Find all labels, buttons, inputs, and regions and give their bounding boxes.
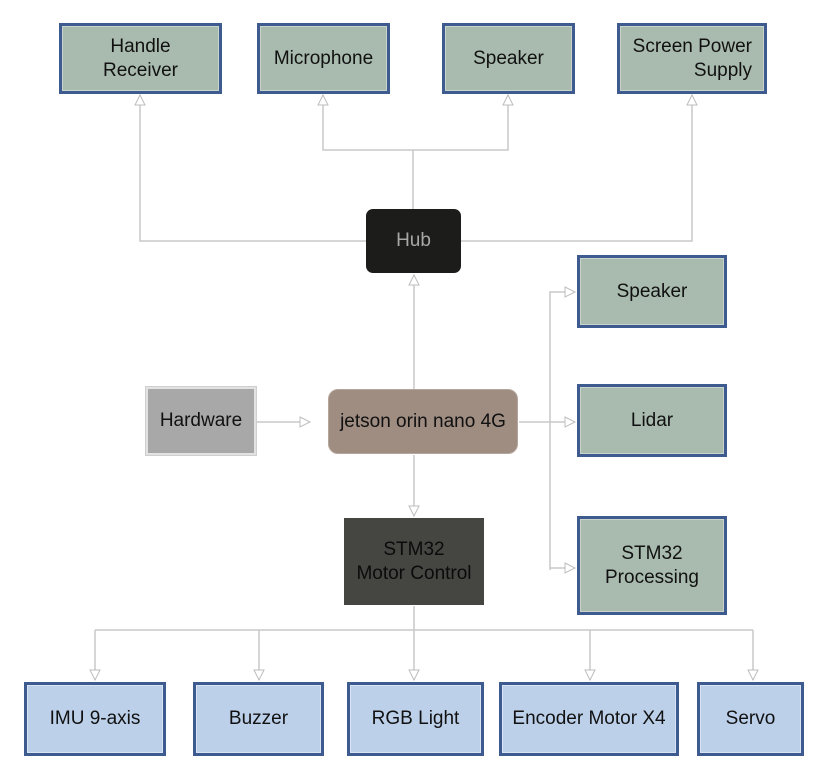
edge-hub-microphone xyxy=(323,95,413,151)
node-stm32-processing: STM32 Processing xyxy=(577,516,727,615)
node-microphone: Microphone xyxy=(257,23,390,94)
node-speaker-top: Speaker xyxy=(442,23,575,94)
node-lidar: Lidar xyxy=(577,384,727,457)
node-buzzer: Buzzer xyxy=(193,682,324,756)
node-jetson-orin-nano: jetson orin nano 4G xyxy=(328,389,518,454)
edge-hub-speaker xyxy=(413,95,508,151)
node-hardware: Hardware xyxy=(146,387,256,455)
node-imu-9-axis: IMU 9-axis xyxy=(24,682,166,756)
node-speaker-right: Speaker xyxy=(577,255,727,328)
node-screen-power-supply: Screen Power Supply xyxy=(617,23,767,94)
edge-hub-handle-receiver xyxy=(140,95,366,242)
node-stm32-motor-control: STM32 Motor Control xyxy=(344,518,484,605)
edge-hub-screen-power xyxy=(461,95,692,242)
node-handle-receiver: Handle Receiver xyxy=(59,23,222,94)
node-servo: Servo xyxy=(697,682,804,756)
node-rgb-light: RGB Light xyxy=(347,682,484,756)
edge-jetson-speaker xyxy=(549,292,575,570)
node-hub: Hub xyxy=(366,209,461,273)
node-encoder-motor: Encoder Motor X4 xyxy=(499,682,679,756)
